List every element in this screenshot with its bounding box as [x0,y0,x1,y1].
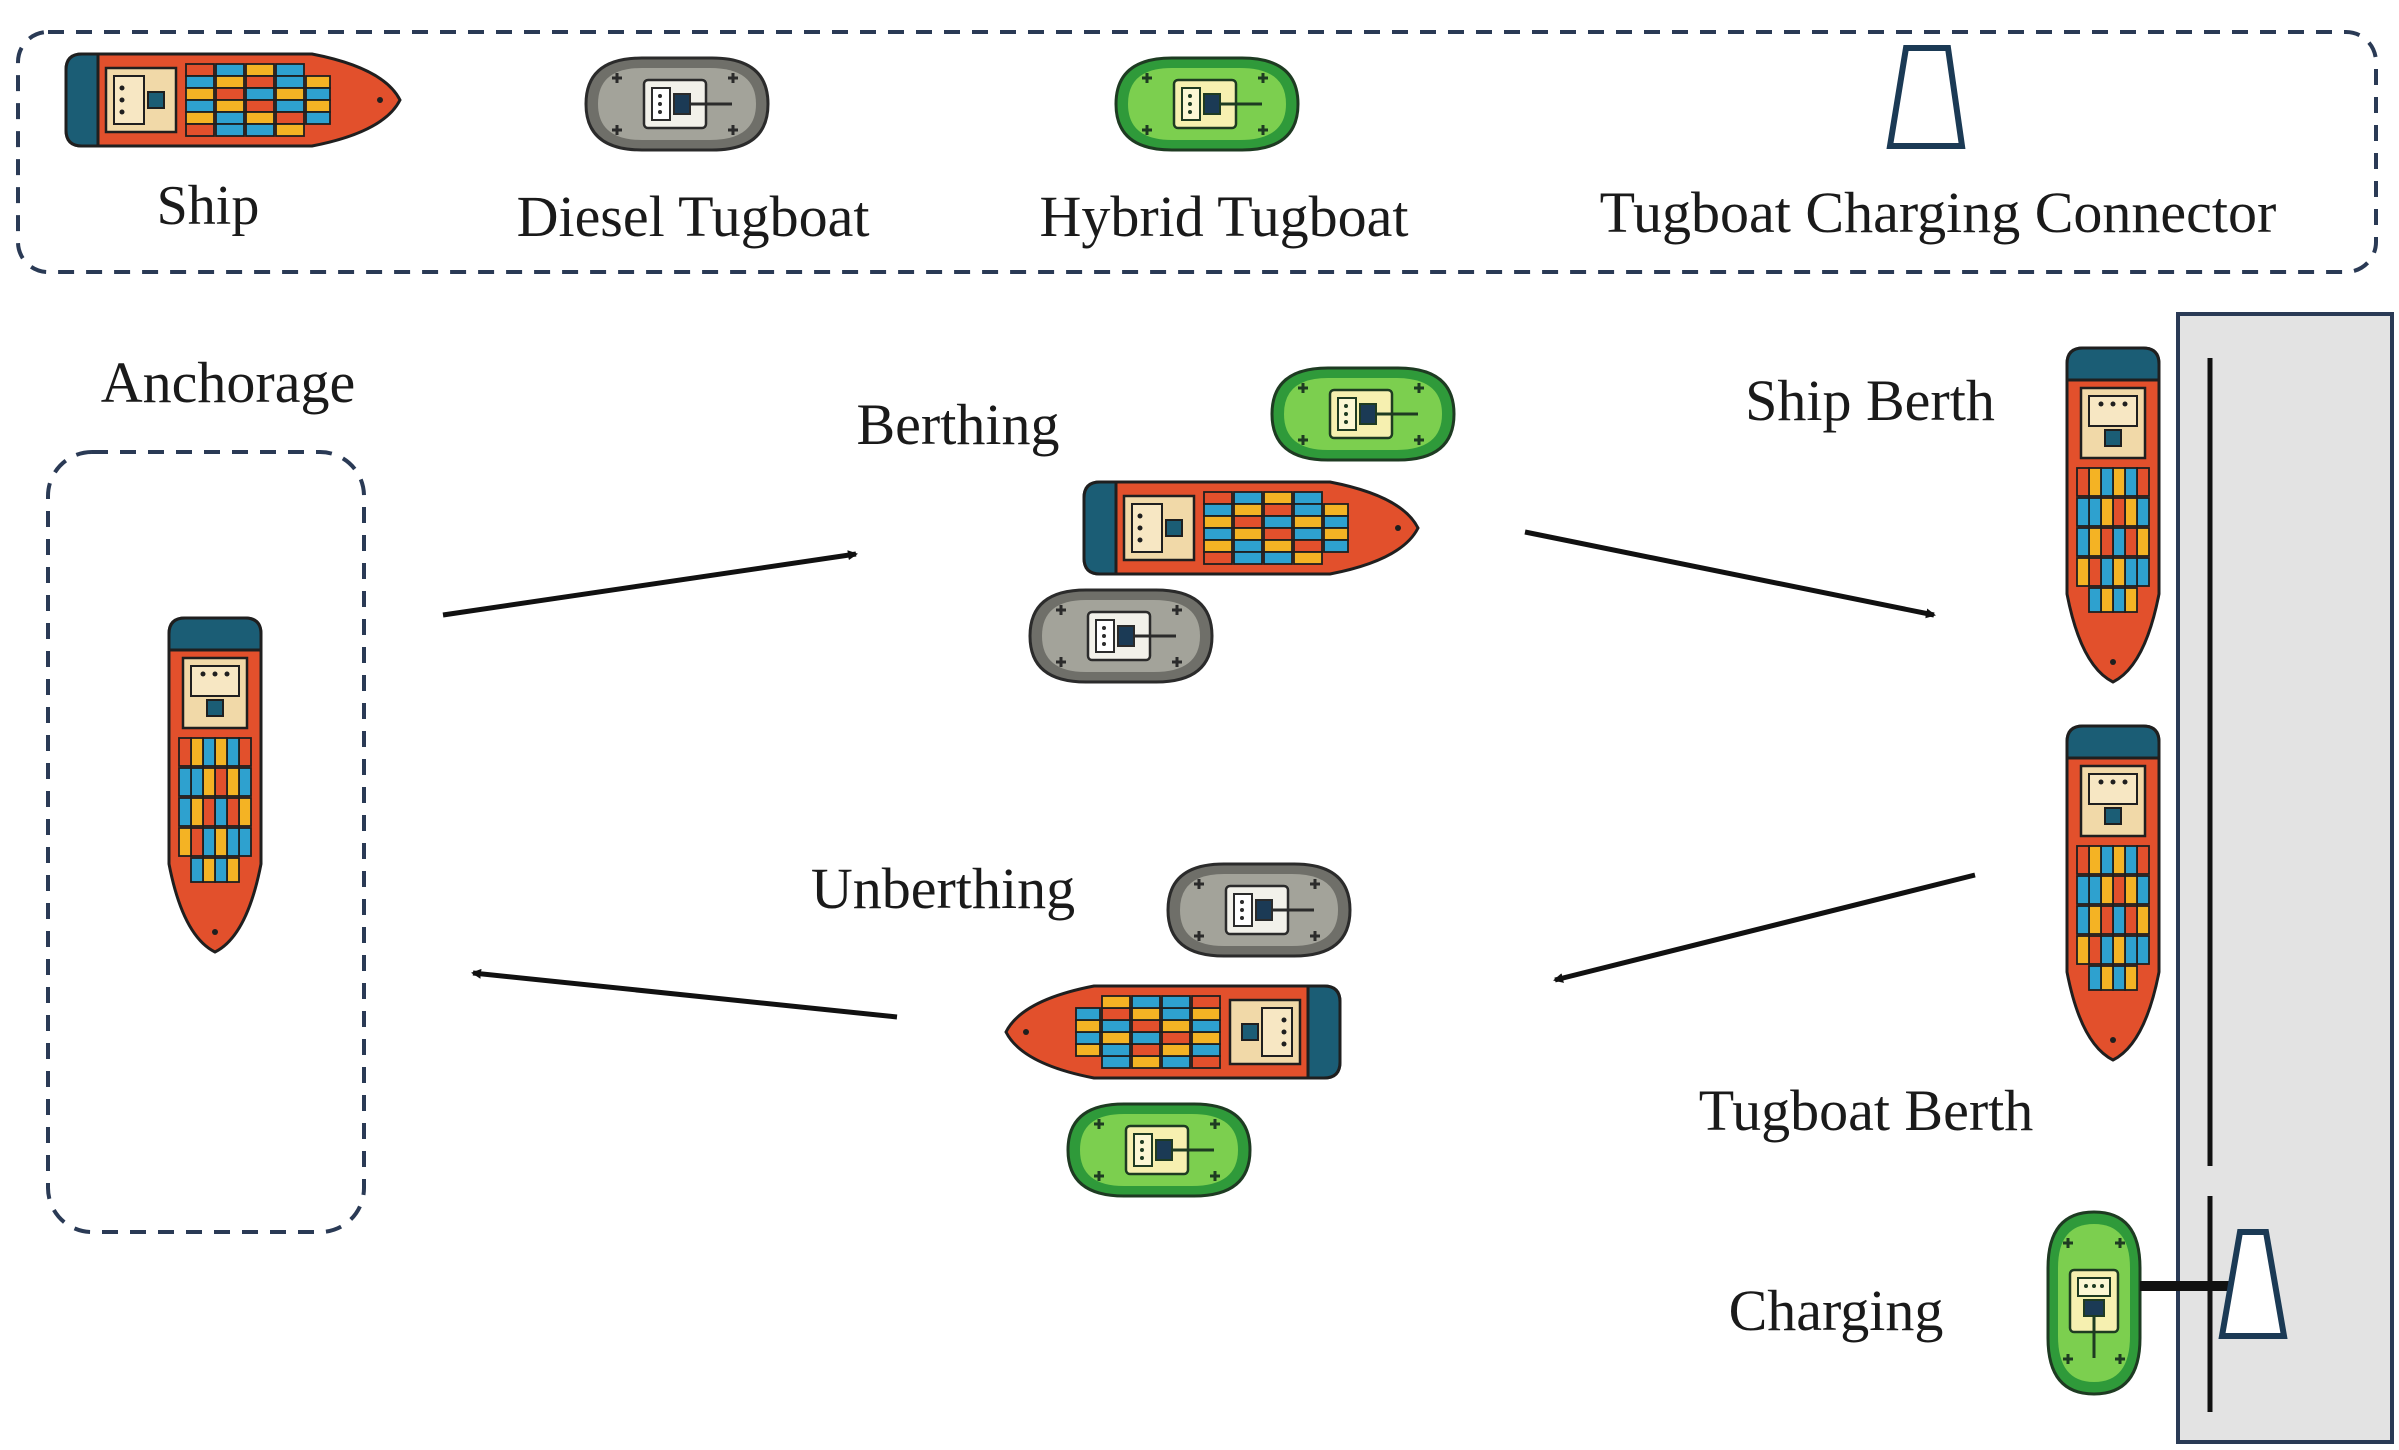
anchorage-label: Anchorage [101,350,355,415]
berthing-hybrid-tugboat-icon [1270,366,1456,462]
legend-hybrid-tugboat-label: Hybrid Tugboat [1039,184,1408,249]
unberthing-hybrid-tugboat-icon [1066,1102,1252,1198]
arrow-from-ship-berth [1553,872,1976,983]
arrow-to-berthing [442,550,858,618]
ship-berth-label: Ship Berth [1745,368,1995,433]
legend-ship-label: Ship [157,175,260,237]
hybrid-tugboat-icon [1114,56,1300,152]
legend-box [16,30,2378,274]
berthed-ship-2-icon [2065,724,2161,1062]
berthing-label: Berthing [857,392,1060,457]
anchorage-zone [46,450,366,1234]
dock-charging-connector-icon [2218,1229,2288,1339]
legend-charging-connector-label: Tugboat Charging Connector [1600,180,2277,245]
unberthing-label: Unberthing [811,856,1075,921]
dock [2176,312,2394,1444]
charging-label: Charging [1729,1278,1944,1343]
berthing-diesel-tugboat-icon [1028,588,1214,684]
berthed-ship-1-icon [2065,346,2161,684]
arrow-to-anchorage [471,968,898,1020]
charging-hybrid-tugboat-icon [2046,1210,2142,1396]
unberthing-ship-icon [1004,984,1342,1080]
arrow-to-ship-berth [1524,529,1936,619]
diesel-tugboat-icon [584,56,770,152]
legend-diesel-tugboat-label: Diesel Tugboat [517,184,870,249]
anchored-ship-icon [167,616,263,954]
tugboat-berth-label: Tugboat Berth [1699,1078,2034,1143]
charging-connector-icon [1886,45,1966,149]
ship-icon [64,52,402,148]
unberthing-diesel-tugboat-icon [1166,862,1352,958]
berthing-ship-icon [1082,480,1420,576]
